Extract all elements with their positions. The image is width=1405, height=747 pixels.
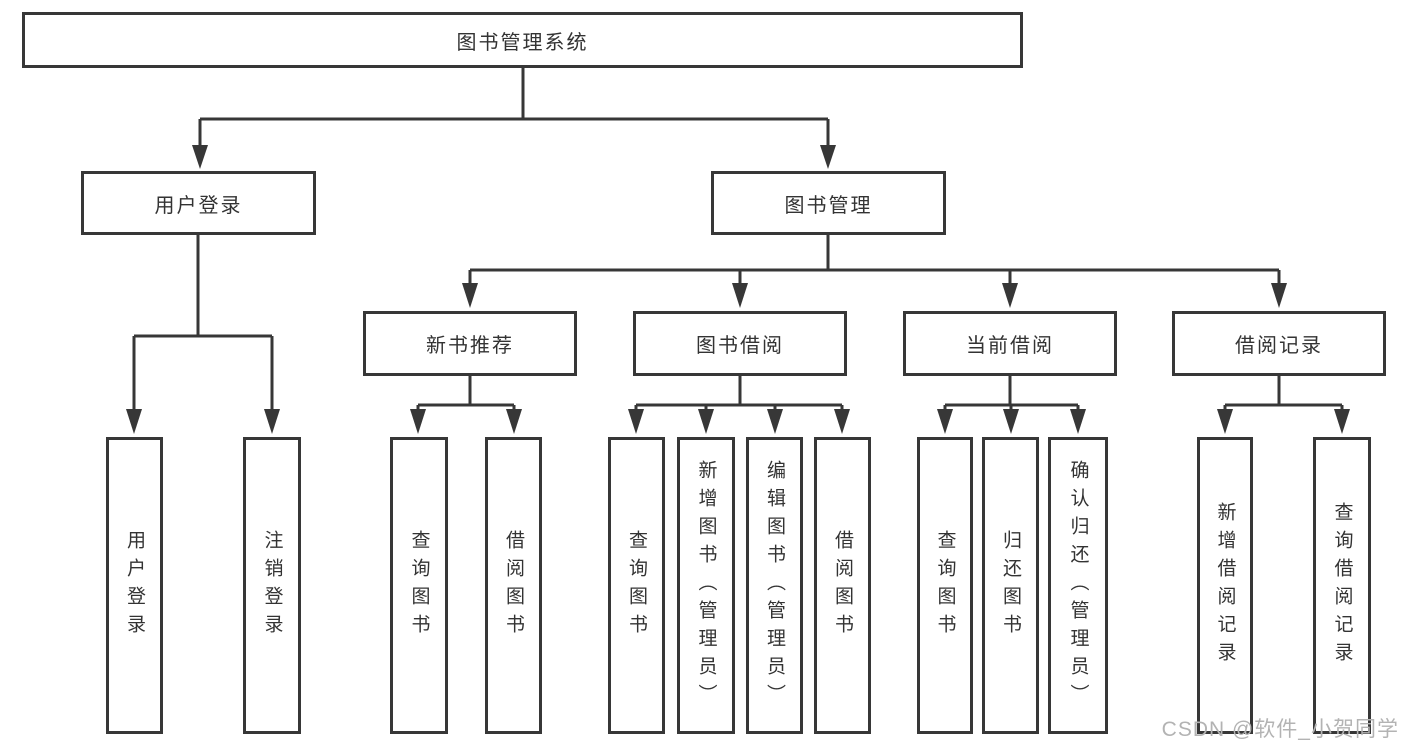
leaf-label: 确认归还（管理员）	[1067, 459, 1089, 712]
node-current-borrow: 当前借阅	[903, 311, 1117, 376]
leaf-logout: 注销登录	[243, 437, 301, 734]
leaf-confirm-return-admin: 确认归还（管理员）	[1048, 437, 1108, 734]
csdn-watermark: CSDN @软件_小贺同学	[1161, 718, 1399, 741]
node-new-book-recommend: 新书推荐	[363, 311, 577, 376]
node-label: 新书推荐	[426, 335, 514, 357]
leaf-user-login: 用户登录	[106, 437, 163, 734]
leaf-query-books-recommend: 查询图书	[390, 437, 448, 734]
leaf-label: 注销登录	[261, 529, 283, 642]
node-label: 当前借阅	[966, 335, 1054, 357]
leaf-label: 查询图书	[408, 529, 430, 642]
node-book-management: 图书管理	[711, 171, 946, 235]
leaf-label: 查询借阅记录	[1331, 501, 1353, 670]
leaf-return-books: 归还图书	[982, 437, 1039, 734]
leaf-label: 查询图书	[934, 529, 956, 642]
node-book-borrow: 图书借阅	[633, 311, 847, 376]
leaf-borrow-books: 借阅图书	[814, 437, 871, 734]
leaf-label: 新增图书（管理员）	[695, 459, 717, 712]
node-label: 用户登录	[154, 194, 243, 217]
node-label: 图书借阅	[696, 335, 784, 357]
arrow-down-icons	[126, 145, 1350, 434]
leaf-label: 借阅图书	[832, 529, 853, 642]
node-label: 图书管理	[784, 194, 873, 217]
leaf-query-books-borrow: 查询图书	[608, 437, 665, 734]
node-user-login: 用户登录	[81, 171, 316, 235]
node-label: 借阅记录	[1235, 335, 1323, 357]
leaf-label: 归还图书	[1000, 529, 1021, 642]
node-library-system: 图书管理系统	[22, 12, 1023, 68]
leaf-label: 用户登录	[124, 529, 145, 642]
leaf-label: 新增借阅记录	[1214, 501, 1236, 670]
leaf-borrow-books-recommend: 借阅图书	[485, 437, 542, 734]
leaf-add-books-admin: 新增图书（管理员）	[677, 437, 735, 734]
leaf-query-borrow-record: 查询借阅记录	[1313, 437, 1371, 734]
leaf-query-books-current: 查询图书	[917, 437, 973, 734]
node-label: 图书管理系统	[456, 31, 589, 54]
leaf-add-borrow-record: 新增借阅记录	[1197, 437, 1253, 734]
leaf-label: 借阅图书	[503, 529, 524, 642]
leaf-label: 编辑图书（管理员）	[764, 459, 785, 712]
node-borrow-records: 借阅记录	[1172, 311, 1386, 376]
leaf-edit-books-admin: 编辑图书（管理员）	[746, 437, 803, 734]
leaf-label: 查询图书	[626, 529, 647, 642]
